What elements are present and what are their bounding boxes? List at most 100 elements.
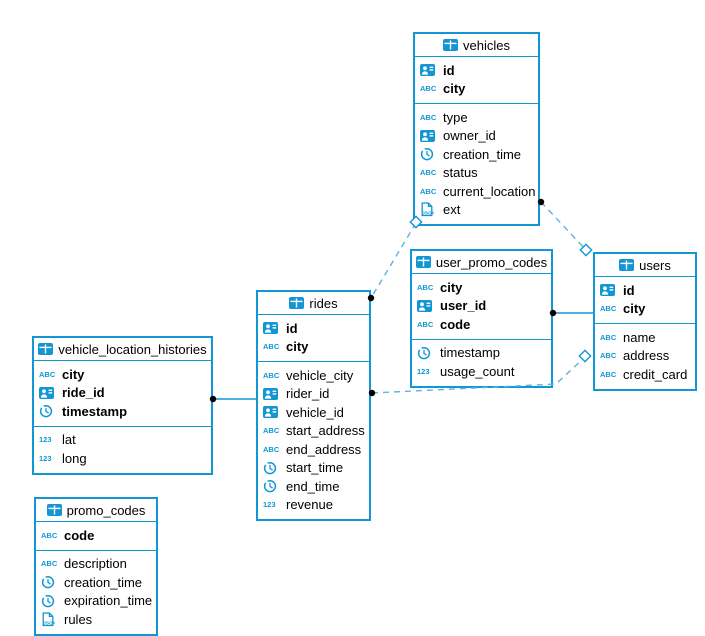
123-type-icon: 123	[39, 453, 52, 463]
relation-user-promo-codes-to-users[interactable]	[549, 309, 593, 317]
column-name: ride_id	[62, 385, 105, 401]
column-row: rider_id	[258, 385, 369, 404]
column-row: end_time	[258, 477, 369, 496]
column-row: timestamp	[412, 344, 551, 363]
id-card-icon	[420, 129, 439, 142]
abc-type-icon: ABC	[600, 351, 617, 361]
column-name: usage_count	[440, 363, 515, 379]
table-icon	[619, 259, 635, 271]
123-type-icon: 123	[39, 435, 52, 445]
table-header: vehicles	[415, 34, 538, 57]
column-row: ABC city	[595, 300, 695, 319]
column-row: ABC status	[415, 164, 538, 183]
abc-type-icon: ABC	[41, 530, 58, 540]
column-name: timestamp	[62, 403, 128, 419]
column-name: city	[286, 339, 309, 355]
column-name: status	[443, 165, 478, 181]
column-name: city	[443, 81, 466, 97]
relation-vehicle-location-histories-to-rides[interactable]	[209, 395, 256, 403]
column-name: rider_id	[286, 386, 330, 402]
column-row: id	[258, 319, 369, 338]
column-name: id	[443, 62, 455, 78]
column-name: lat	[62, 432, 76, 448]
abc-type-icon: ABC	[417, 282, 434, 292]
table-header: users	[595, 254, 695, 277]
svg-text:JSON: JSON	[43, 620, 55, 626]
column-row: ABC name	[595, 328, 695, 347]
abc-type-icon: ABC	[420, 84, 437, 94]
json-document-icon: JSON	[41, 612, 60, 627]
column-name: current_location	[443, 183, 536, 199]
column-row: 123 lat	[34, 431, 211, 450]
abc-type-icon: ABC	[600, 332, 617, 342]
column-row: ABC city	[415, 80, 538, 99]
column-row: ride_id	[34, 384, 211, 403]
id-card-icon	[263, 387, 282, 400]
clock-icon	[417, 346, 436, 360]
column-row: ABC end_address	[258, 440, 369, 459]
column-row: ABC code	[412, 315, 551, 334]
id-card-icon	[263, 322, 282, 335]
column-name: name	[623, 329, 656, 345]
abc-type-icon: ABC	[600, 304, 617, 314]
column-name: end_address	[286, 441, 362, 457]
column-name: id	[286, 320, 298, 336]
column-name: id	[623, 282, 635, 298]
clock-icon	[420, 147, 439, 161]
clock-icon	[263, 461, 282, 475]
table-icon	[415, 256, 431, 268]
123-type-icon: 123	[263, 500, 276, 510]
abc-type-icon: ABC	[420, 168, 437, 178]
table-title: user_promo_codes	[435, 254, 548, 270]
column-row: start_time	[258, 459, 369, 478]
column-name: creation_time	[443, 146, 522, 162]
relation-vehicles-to-users[interactable]	[537, 198, 593, 257]
column-name: expiration_time	[64, 593, 153, 609]
column-name: description	[64, 556, 127, 572]
column-name: city	[623, 301, 646, 317]
id-card-icon	[417, 299, 436, 312]
column-name: type	[443, 109, 468, 125]
column-name: timestamp	[440, 345, 500, 361]
column-row: user_id	[412, 297, 551, 316]
table-title: promo_codes	[66, 502, 146, 518]
abc-type-icon: ABC	[263, 444, 280, 454]
column-name: vehicle_city	[286, 367, 354, 383]
column-name: long	[62, 450, 87, 466]
column-name: start_time	[286, 460, 344, 476]
table-title: users	[639, 257, 671, 273]
id-card-icon	[263, 406, 282, 419]
column-row: ABC city	[258, 338, 369, 357]
table-title: rides	[309, 295, 338, 311]
column-row: 123 revenue	[258, 496, 369, 515]
column-name: code	[440, 316, 471, 332]
abc-type-icon: ABC	[263, 426, 280, 436]
column-row: creation_time	[36, 573, 156, 592]
abc-type-icon: ABC	[263, 342, 280, 352]
column-row: owner_id	[415, 127, 538, 146]
column-name: city	[440, 279, 463, 295]
svg-text:JSON: JSON	[422, 211, 434, 217]
table-title: vehicle_location_histories	[58, 341, 207, 357]
clock-icon	[41, 575, 60, 589]
column-name: revenue	[286, 497, 333, 513]
abc-type-icon: ABC	[417, 319, 434, 329]
clock-icon	[39, 404, 58, 418]
column-row: creation_time	[415, 145, 538, 164]
